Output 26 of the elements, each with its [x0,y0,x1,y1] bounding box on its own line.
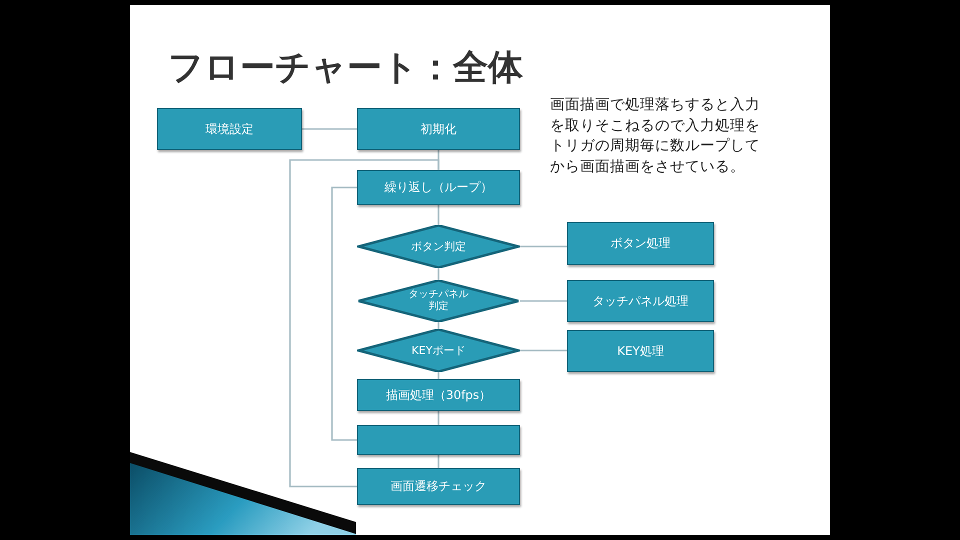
decision-diamond: タッチパネル判定 [357,280,520,322]
process-box: 描画処理（30fps） [357,379,520,411]
process-box: 繰り返し（ループ） [357,170,520,205]
process-box: 画面遷移チェック [357,468,520,505]
connector-line [438,268,440,280]
connector-line [438,411,440,425]
connector-line [438,455,440,468]
connector-line [302,128,357,130]
process-box: KEY処理 [567,330,714,372]
process-box [357,425,520,455]
connector-line [289,159,440,488]
process-box: タッチパネル処理 [567,280,714,322]
decision-diamond: KEYボード [357,329,520,372]
connector-line [520,300,567,302]
process-box: 環境設定 [157,108,302,150]
connector-line [331,186,357,441]
note-text: 画面描画で処理落ちすると入力を取りそこねるので入力処理をトリガの周期毎に数ループしてから画面描画をさせている。 [550,96,761,176]
process-box: ボタン処理 [567,222,714,265]
connector-line [520,246,567,248]
decision-diamond: ボタン判定 [357,225,520,268]
process-box: 初期化 [357,108,520,150]
connector-line [438,322,440,329]
connector-line [438,205,440,225]
connector-line [520,350,567,352]
slide-title: フローチャート：全体 [168,47,523,90]
connector-line [438,372,440,379]
